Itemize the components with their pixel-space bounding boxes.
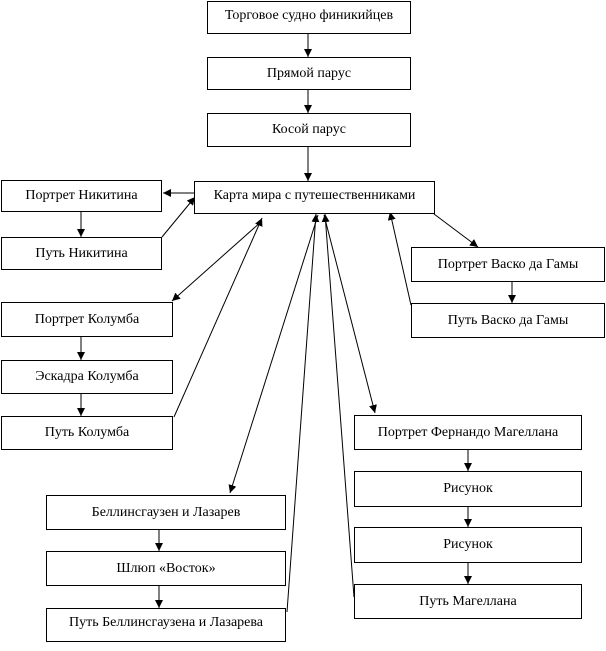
node-nikitin-portrait: Портрет Никитина [1, 180, 162, 212]
node-world-map: Карта мира с путешественниками [194, 181, 435, 214]
node-lateen-sail: Косой парус [207, 113, 411, 147]
node-phoenician-ship: Торговое судно финикийцев [207, 1, 411, 34]
arrow-nikitin-route-to-world-map [161, 196, 196, 238]
node-drawing-2: Рисунок [354, 527, 582, 563]
node-bellingshausen-lazarev: Беллинсгаузен и Лазарев [46, 495, 286, 530]
node-gama-route: Путь Васко да Гамы [411, 303, 605, 338]
arrow-magellan-route-to-world-map [321, 213, 355, 598]
arrow-gama-route-to-world-map [387, 211, 412, 306]
node-columbus-route: Путь Колумба [1, 416, 173, 450]
node-nikitin-route: Путь Никитина [1, 237, 162, 270]
node-columbus-squadron: Эскадра Колумба [1, 360, 173, 394]
node-square-sail: Прямой парус [207, 57, 411, 90]
node-magellan-portrait: Портрет Фернандо Магеллана [354, 415, 582, 450]
node-vostok-sloop: Шлюп «Восток» [46, 551, 286, 586]
node-columbus-portrait: Портрет Колумба [1, 302, 173, 337]
arrow-columbus-route-to-world-map [173, 217, 263, 418]
node-magellan-route: Путь Магеллана [354, 584, 582, 619]
arrow-world-map-to-gama-portrait [433, 213, 479, 248]
node-gama-portrait: Портрет Васко да Гамы [411, 247, 605, 282]
node-drawing-1: Рисунок [354, 471, 582, 507]
arrow-world-map-to-columbus-portrait [171, 220, 263, 302]
node-bellingshausen-route: Путь Беллинсгаузена и Лазарева [46, 608, 286, 642]
arrow-bellingshausen-route-to-world-map [286, 213, 320, 613]
arrow-world-map-to-magellan-portrait [323, 214, 377, 414]
arrow-world-map-to-bellingshausen [228, 214, 319, 494]
